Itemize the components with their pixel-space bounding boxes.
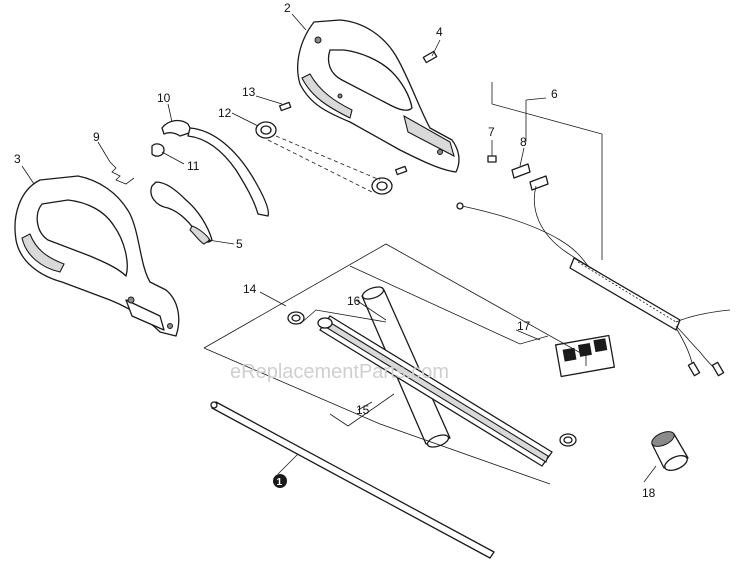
callout-7: 7 xyxy=(488,125,495,139)
callout-10: 10 xyxy=(157,91,171,105)
watermark: eReplacementParts.com xyxy=(230,361,449,383)
part-7-screw xyxy=(487,155,497,163)
part-15-liner xyxy=(317,315,553,467)
callout-12: 12 xyxy=(218,106,232,120)
part-17-warning-label xyxy=(554,334,616,378)
callout-5: 5 xyxy=(236,237,243,251)
callout-1: 1 xyxy=(277,477,283,488)
part-5-trigger xyxy=(150,181,213,245)
callout-13: 13 xyxy=(242,85,256,99)
part-1-drive-shaft xyxy=(210,401,495,559)
callout-3: 3 xyxy=(14,152,21,166)
part-18-bushing xyxy=(651,431,689,471)
alignment-line-lower xyxy=(267,139,373,193)
alignment-line-upper xyxy=(275,135,381,181)
part-15-washer xyxy=(559,433,577,447)
part-curved-plate xyxy=(187,127,270,217)
part-6-cable xyxy=(456,185,731,377)
group-bracket-14 xyxy=(203,243,587,485)
part-8-connector xyxy=(511,163,549,191)
group-bracket-15 xyxy=(329,393,395,427)
part-10-lever xyxy=(161,119,193,137)
part-12-clamp-lower xyxy=(371,177,393,195)
callout-15: 15 xyxy=(356,403,370,417)
part-9-spring xyxy=(109,161,135,185)
callout-1-badge: 1 xyxy=(273,474,287,488)
leader-lines xyxy=(21,13,657,483)
part-13-screw xyxy=(278,101,408,176)
part-4-screw xyxy=(422,39,441,64)
callout-8: 8 xyxy=(520,135,527,149)
group-bracket-16 xyxy=(299,309,387,325)
callout-4: 4 xyxy=(436,25,443,39)
part-2-housing xyxy=(297,19,460,173)
callout-9: 9 xyxy=(93,130,100,144)
part-12-clamp-upper xyxy=(255,121,277,139)
group-bracket-6 xyxy=(491,82,603,260)
part-16-washer xyxy=(287,311,305,325)
callout-14: 14 xyxy=(243,282,257,296)
callout-18: 18 xyxy=(642,486,656,500)
callout-11: 11 xyxy=(187,159,200,173)
callout-16: 16 xyxy=(347,294,361,308)
part-11-clip xyxy=(151,143,165,157)
group-bracket-17 xyxy=(349,265,549,345)
callout-2: 2 xyxy=(284,1,291,15)
callout-17: 17 xyxy=(517,319,531,333)
part-3-handle xyxy=(14,175,180,337)
callout-6: 6 xyxy=(551,87,558,101)
